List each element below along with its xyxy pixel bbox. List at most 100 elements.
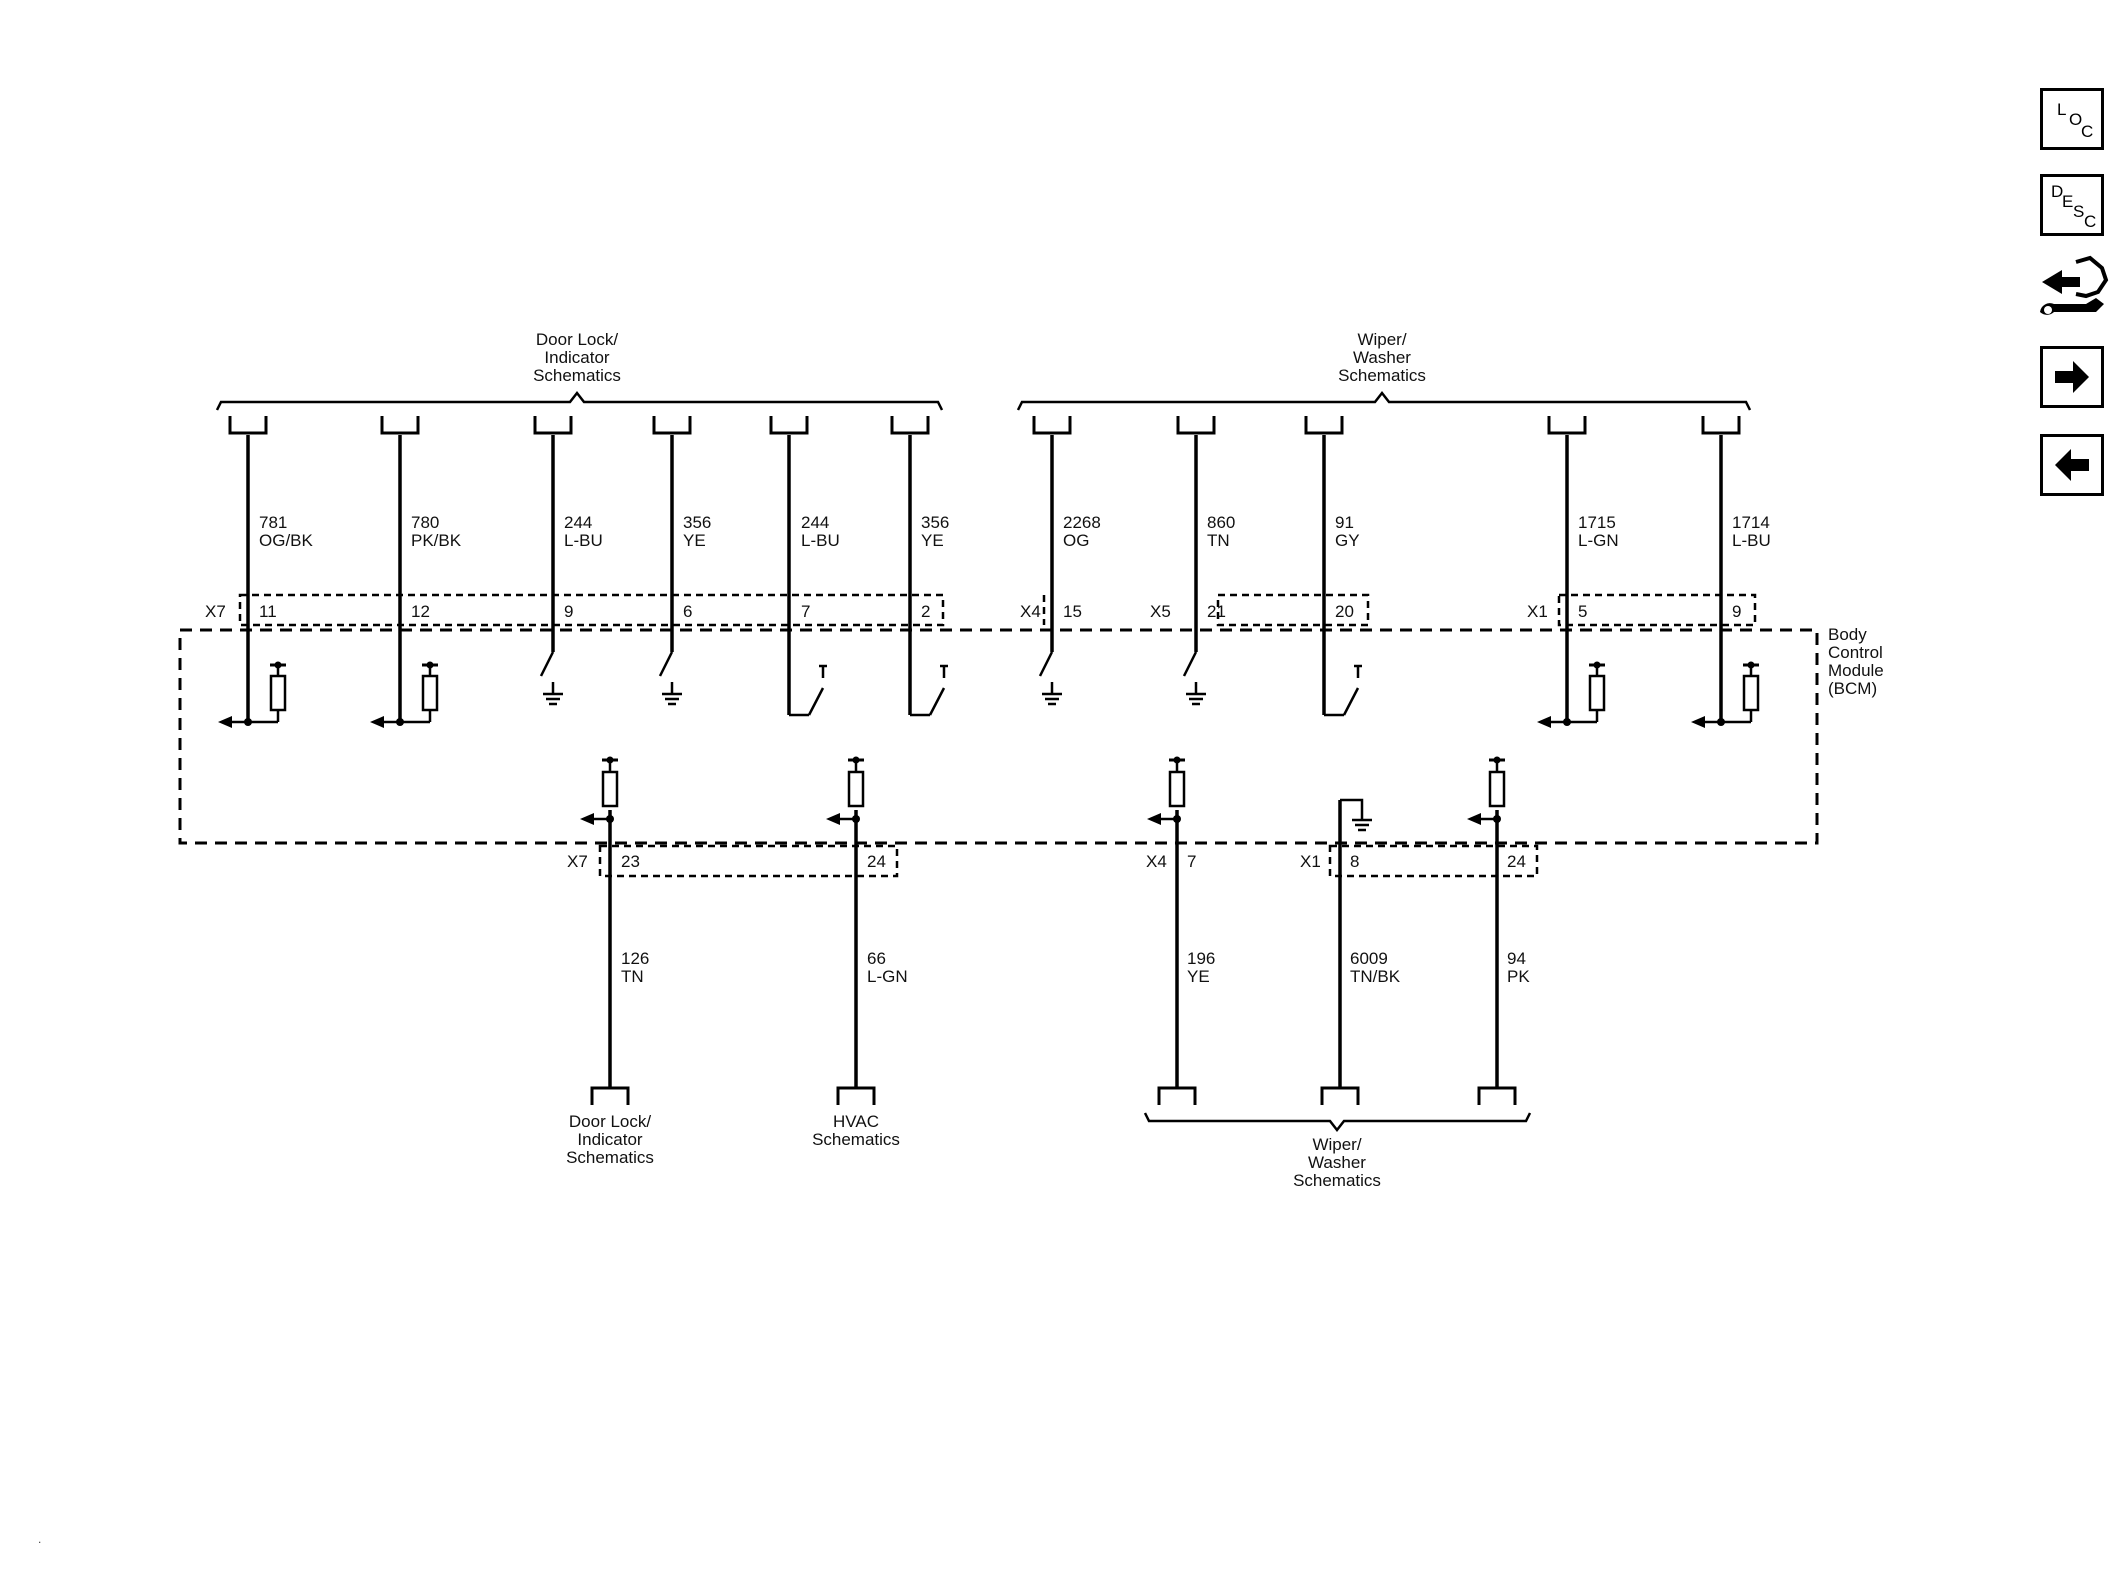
label-circuit-781: 781 — [259, 513, 287, 532]
bottom-terminal-4 — [1320, 1086, 1360, 1105]
top-door-lock-label-2: Indicator — [544, 348, 610, 367]
pin-x1-24: 24 — [1507, 852, 1526, 871]
resistor-body-1 — [269, 674, 287, 712]
next-page-button[interactable] — [2040, 346, 2104, 408]
top-terminal-11 — [1701, 416, 1741, 435]
label-color-l-bu-a: L-BU — [564, 531, 603, 550]
bcm-module-outline — [178, 628, 1819, 845]
label-circuit-1714: 1714 — [1732, 513, 1770, 532]
bottom-resistor-body-3 — [1168, 770, 1186, 808]
label-circuit-94: 94 — [1507, 949, 1526, 968]
top-wires — [246, 435, 1723, 722]
resistor-body-2 — [421, 674, 439, 712]
label-color-ye-a: YE — [683, 531, 706, 550]
junction-dot-3 — [1563, 718, 1571, 726]
connector-box-x7-bottom — [598, 844, 899, 878]
label-color-tn-bottom: TN — [621, 967, 644, 986]
top-wiper-label-2: Washer — [1353, 348, 1411, 367]
label-color-l-bu-c: L-BU — [1732, 531, 1771, 550]
bottom-resistor-body-2 — [847, 770, 865, 808]
bottom-wiper-label-2: Washer — [1308, 1153, 1366, 1172]
top-terminal-1 — [228, 416, 268, 435]
location-view-button[interactable]: L O C — [2040, 88, 2104, 150]
label-color-pk: PK — [1507, 967, 1530, 986]
label-circuit-356-a: 356 — [683, 513, 711, 532]
label-color-l-gn: L-GN — [1578, 531, 1619, 550]
previous-page-button[interactable] — [2040, 434, 2104, 496]
bottom-hvac-label-1: HVAC — [833, 1112, 879, 1131]
top-door-lock-brace — [215, 390, 944, 411]
bottom-door-lock-label-1: Door Lock/ — [569, 1112, 651, 1131]
label-circuit-780: 780 — [411, 513, 439, 532]
loc-letter-o: O — [2069, 110, 2082, 129]
top-terminal-9 — [1304, 416, 1344, 435]
bottom-terminal-3 — [1157, 1086, 1197, 1105]
pin-x7-23: 23 — [621, 852, 640, 871]
pin-x7-12: 12 — [411, 602, 430, 621]
top-terminal-6 — [890, 416, 930, 435]
desc-letter-c: C — [2084, 212, 2096, 231]
arrow-left-icon — [2055, 449, 2089, 481]
pin-x7-6: 6 — [683, 602, 692, 621]
label-circuit-244-b: 244 — [801, 513, 829, 532]
top-connectors: X7 X4 X5 X1 — [205, 593, 1757, 627]
label-circuit-860: 860 — [1207, 513, 1235, 532]
top-wiper-brace — [1016, 390, 1752, 411]
label-circuit-6009: 6009 — [1350, 949, 1388, 968]
label-color-tn-bk: TN/BK — [1350, 967, 1401, 986]
top-wiper-label-1: Wiper/ — [1357, 330, 1406, 349]
pin-x5-20: 20 — [1335, 602, 1354, 621]
label-circuit-2268: 2268 — [1063, 513, 1101, 532]
signal-arrow-left-1 — [218, 716, 232, 728]
bottom-door-lock-label-3: Schematics — [566, 1148, 654, 1167]
label-color-ye-b: YE — [921, 531, 944, 550]
label-circuit-66: 66 — [867, 949, 886, 968]
label-color-pk-bk: PK/BK — [411, 531, 462, 550]
bottom-dest-wiper: Wiper/ Washer Schematics — [1143, 1112, 1532, 1190]
pin-x1-9: 9 — [1732, 602, 1741, 621]
bcm-internal-circuits — [218, 651, 1760, 832]
description-view-button[interactable]: D E S C — [2040, 174, 2104, 236]
bottom-dest-hvac: HVAC Schematics — [812, 1112, 900, 1149]
bottom-wires — [608, 800, 1499, 1088]
top-terminals — [228, 416, 1741, 435]
bottom-connectors: X7 X4 X1 23 24 7 8 24 — [567, 844, 1539, 878]
pin-x4-15: 15 — [1063, 602, 1082, 621]
connector-box-x1-bottom — [1328, 844, 1539, 878]
connector-x4-bottom: X4 — [1146, 852, 1167, 871]
bottom-signal-arrow-3 — [1147, 813, 1161, 825]
bottom-resistor-body-4 — [1488, 770, 1506, 808]
pin-x7-11: 11 — [259, 602, 277, 621]
resistor-body-4 — [1742, 674, 1760, 712]
signal-arrow-left-4 — [1691, 716, 1705, 728]
corner-mark: . — [38, 1532, 42, 1546]
desc-icon: D E S C — [2051, 182, 2096, 231]
top-terminal-10 — [1547, 416, 1587, 435]
loc-icon: L O C — [2057, 100, 2093, 141]
bottom-signal-arrow-2 — [826, 813, 840, 825]
junction-dot-4 — [1717, 718, 1725, 726]
bottom-signal-arrow-4 — [1467, 813, 1481, 825]
label-circuit-244-a: 244 — [564, 513, 592, 532]
switch-loop-blade-2 — [928, 687, 946, 716]
switch-blade-4 — [1182, 651, 1198, 677]
pin-x1-8: 8 — [1350, 852, 1359, 871]
bcm-label-2: Control — [1828, 643, 1883, 662]
bottom-dest-door-lock: Door Lock/ Indicator Schematics — [566, 1112, 654, 1167]
junction-dot-1 — [244, 718, 252, 726]
top-terminal-8 — [1176, 416, 1216, 435]
label-circuit-91: 91 — [1335, 513, 1354, 532]
connector-wrench-icon[interactable] — [2036, 252, 2110, 332]
switch-loop-blade-1 — [807, 687, 825, 716]
bcm-label-4: (BCM) — [1828, 679, 1877, 698]
label-color-og: OG — [1063, 531, 1089, 550]
top-pins: 11 12 9 6 7 2 15 21 20 5 9 — [259, 602, 1741, 621]
label-circuit-126: 126 — [621, 949, 649, 968]
bottom-hvac-label-2: Schematics — [812, 1130, 900, 1149]
top-wire-labels: 781 OG/BK 780 PK/BK 244 L-BU 356 YE 244 … — [259, 513, 1771, 550]
bottom-terminal-2 — [836, 1086, 876, 1105]
label-circuit-356-b: 356 — [921, 513, 949, 532]
switch-blade-1 — [539, 651, 555, 677]
top-terminal-5 — [769, 416, 809, 435]
